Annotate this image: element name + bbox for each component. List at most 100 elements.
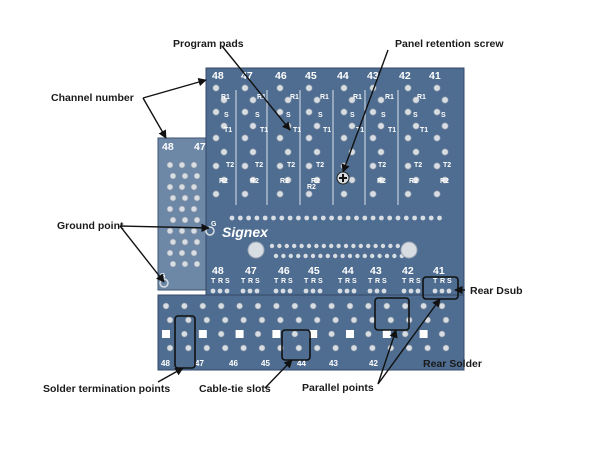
dsub-pin	[279, 215, 285, 221]
program-pad	[433, 162, 441, 170]
back-pad	[190, 161, 198, 169]
channel-number-top: 44	[337, 70, 349, 82]
dsub-pin	[358, 243, 363, 249]
rear-dsub-pad	[408, 288, 414, 294]
rear-dsub-pad	[310, 288, 316, 294]
dsub-pin	[354, 215, 359, 221]
pad-label-t1: T1	[420, 127, 428, 134]
back-pad	[181, 216, 189, 224]
dsub-pin	[403, 215, 409, 221]
pad-label-trs: R	[375, 278, 380, 285]
rear-dsub-pad	[303, 288, 309, 294]
mount-pad-right	[400, 241, 418, 259]
dsub-pin	[336, 243, 341, 249]
program-pad	[377, 122, 385, 130]
program-pad	[313, 96, 321, 104]
pad-label-r2: R2	[311, 178, 320, 185]
cable-tie-slot	[272, 330, 281, 338]
brand-logo: Signex	[222, 224, 269, 240]
dsub-pin	[269, 243, 275, 249]
dsub-pin	[347, 253, 353, 259]
pad-label-t1: T1	[356, 127, 364, 134]
rear-dsub-pad	[210, 288, 216, 294]
back-pad	[166, 183, 174, 191]
callout-rear-dsub: Rear Dsub	[470, 285, 523, 297]
solder-point	[401, 330, 409, 338]
pad-label-r2: R2	[280, 178, 289, 185]
program-pad	[441, 176, 449, 184]
solder-point	[240, 344, 247, 352]
program-pad	[241, 162, 249, 170]
program-pad	[220, 122, 228, 130]
pad-label-trs: T	[368, 278, 373, 285]
channel-number-foot: 47	[195, 359, 204, 368]
back-pad	[190, 227, 198, 235]
program-pad	[340, 84, 348, 92]
pad-label-trs: T	[211, 278, 216, 285]
dsub-pin	[395, 215, 401, 221]
channel-number-foot: 46	[229, 359, 238, 368]
program-pad	[404, 162, 412, 170]
pad-label-s: S	[350, 112, 355, 119]
callout-solder-termination-points: Solder termination points	[43, 383, 170, 395]
callout-channel-number: Channel number	[51, 92, 134, 104]
rear-dsub-pad	[344, 288, 350, 294]
program-pad	[441, 96, 449, 104]
channel-number-top: 46	[275, 70, 287, 82]
cable-tie-slot	[346, 330, 354, 338]
dsub-pin	[343, 243, 349, 249]
solder-point	[277, 316, 284, 324]
solder-point	[273, 302, 280, 310]
solder-point	[240, 316, 247, 324]
callout-cable-tie-slots: Cable-tie slots	[199, 383, 271, 395]
program-pad	[241, 190, 249, 198]
program-pad	[313, 148, 321, 156]
pad-label-t1: T1	[293, 127, 301, 134]
solder-point	[420, 302, 427, 310]
solder-termination-box	[174, 315, 196, 369]
pad-label-t2: T2	[226, 162, 234, 169]
program-pad	[284, 96, 292, 104]
back-pad	[169, 194, 177, 202]
pad-label-r1: R1	[385, 94, 394, 101]
solder-point	[313, 344, 321, 352]
program-pad	[369, 134, 377, 142]
dsub-pin	[292, 243, 297, 249]
dsub-pin	[329, 215, 334, 221]
front-board	[205, 67, 465, 301]
solder-point	[166, 316, 174, 324]
rear-dsub-pad	[432, 288, 438, 294]
program-pad	[412, 122, 420, 130]
back-pad	[178, 227, 186, 235]
pad-label-trs: T	[402, 278, 407, 285]
pad-label-trs: R	[345, 278, 350, 285]
channel-number-bottom: 45	[308, 265, 320, 277]
cable-tie-box	[281, 329, 311, 361]
solder-point	[199, 302, 207, 310]
back-pad	[166, 249, 174, 257]
pad-label-s: S	[381, 112, 386, 119]
dsub-pin	[337, 215, 343, 221]
back-pad	[193, 238, 201, 246]
pad-label-trs: R	[281, 278, 286, 285]
dsub-pin	[246, 215, 252, 221]
pad-label-r2: R2	[250, 178, 259, 185]
rear-dsub-pad	[273, 288, 279, 294]
rear-dsub-pad	[367, 288, 373, 294]
rear-dsub-pad	[415, 288, 421, 294]
rear-dsub-pad	[287, 288, 293, 294]
program-pad	[433, 134, 441, 142]
channel-number-foot: 43	[329, 359, 338, 368]
callout-program-pads: Program pads	[173, 38, 244, 50]
channel-number-bottom: 46	[278, 265, 290, 277]
program-pad	[340, 190, 348, 198]
rear-dsub-pad	[401, 288, 407, 294]
pad-label-t1: T1	[323, 127, 331, 134]
solder-point	[258, 344, 266, 352]
program-pad	[348, 122, 356, 130]
rear-dsub-pad	[351, 288, 357, 294]
pad-label-t1: T1	[388, 127, 396, 134]
channel-number-back: 47	[194, 141, 206, 153]
program-pad	[305, 162, 313, 170]
solder-point	[236, 302, 243, 310]
